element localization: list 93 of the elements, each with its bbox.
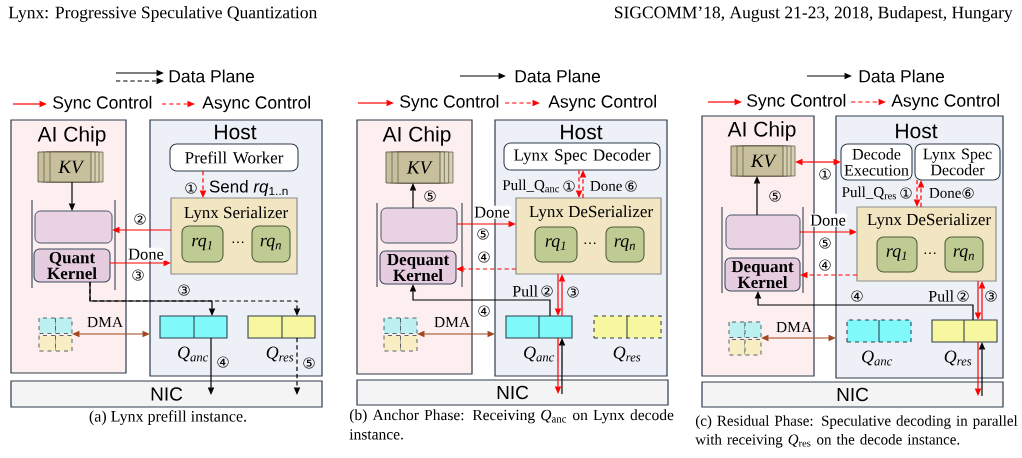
panel-heading: Lynx DeSerializer [867,213,991,229]
edge-label: Pull_Q$_{res}$ [842,186,896,200]
step-number: ⑥ [962,187,974,199]
request-box: rq$_{1}$ [876,236,918,273]
request-box: rq$_{n}$ [944,236,984,273]
kv-stack: KV [385,151,454,184]
legend-label: Async Control [202,95,310,113]
edge-label: Done [473,205,511,219]
edge-label: DMA [87,316,123,328]
process-box: Lynx Spec Decoder [503,142,661,171]
queue-label: Q$_{anc}$ [178,346,209,362]
panel-heading: Host [896,123,938,139]
step-number: ③ [178,284,190,296]
kv-stack: KV [730,145,796,177]
step-number: ② [134,213,146,225]
step-number: ④ [851,290,863,302]
edge-label: Done [127,247,165,261]
caption: (c) Residual Phase: Speculative decoding in parallel with receiving Q$_{res}$ on the decode instance. [695,415,1018,448]
step-number: ⑤ [477,228,489,240]
nic-bar: NIC [701,381,1004,408]
panel-heading: Lynx DeSerializer [529,205,653,221]
edge-label: DMA [776,321,812,333]
request-box: rq$_{n}$ [605,226,645,263]
step-number: ⑤ [819,237,831,249]
edge-label: Done [809,213,847,227]
queue-label: Q$_{anc}$ [524,346,555,362]
edge-label: Pull [512,285,538,297]
kernel-box: Quant Kernel [33,248,111,283]
memory-buffer [38,317,73,352]
edge-label: Pull [928,290,954,302]
ellipsis: ⋯ [232,241,244,244]
step-number: ① [819,168,831,180]
legend-label: Sync Control [53,95,152,113]
step-number: ④ [478,251,490,263]
panel-heading: Host [215,124,257,140]
queue-label: Q$_{anc}$ [862,350,893,366]
process-box: Decode Execution [840,143,913,181]
step-number: ③ [567,286,579,298]
step-number: ⑥ [625,180,637,192]
memory-buffer [728,321,762,356]
request-box: rq$_{1}$ [534,226,578,263]
edge-label: Done [590,181,622,191]
legend-label: Data Plane [169,69,254,83]
legend-label: Sync Control [400,94,499,112]
nic-bar: NIC [10,380,323,408]
panel-heading: AI Chip [727,121,796,141]
ellipsis: ⋯ [584,242,596,245]
edge-label: Send rq$_{1..n}$ [209,180,288,196]
step-number: ④ [819,259,831,271]
edge-label: DMA [434,316,470,328]
legend-label: Async Control [891,93,999,111]
legend-label: Async Control [548,94,656,112]
step-number: ② [957,290,969,302]
request-box: rq$_{1}$ [181,225,224,263]
nic-bar: NIC [356,379,669,406]
arrow [89,281,301,316]
step-number: ③ [985,290,997,302]
panel-heading: Lynx Serializer [184,206,289,222]
step-number: ① [563,180,575,192]
memory-buffer [383,317,418,352]
empty-box [34,210,113,244]
edge-label: Pull_Q$_{anc}$ [502,179,560,193]
panel-heading: Host [561,124,603,140]
step-number: ③ [132,269,144,281]
queue-label: Q$_{res}$ [613,346,641,362]
kernel-box: Dequant Kernel [379,250,457,285]
caption: (b) Anchor Phase: Receiving Q$_{anc}$ on Lynx decode instance. [349,409,674,440]
step-number: ④ [217,356,229,368]
empty-box [725,214,801,250]
panel-heading: AI Chip [382,126,451,146]
panel-heading: AI Chip [37,126,106,146]
step-number: ⑤ [769,190,781,202]
legend-label: Sync Control [747,93,846,111]
queue-label: Q$_{res}$ [944,350,972,366]
ellipsis: ⋯ [924,252,936,255]
process-box: Prefill Worker [169,143,299,172]
kernel-box: Dequant Kernel [724,257,801,292]
queue-label: Q$_{res}$ [266,346,294,362]
legend-label: Data Plane [859,69,944,83]
step-number: ④ [478,305,490,317]
step-number: ① [900,187,912,199]
edge-label: Done [929,188,961,198]
step-number: ⑤ [303,357,315,369]
page-header: Lynx: Progressive Speculative Quantization [8,6,318,22]
request-box: rq$_{n}$ [251,225,291,263]
page-header: SIGCOMM’18, August 21-23, 2018, Budapest, Hungary [615,6,1013,22]
step-number: ① [185,182,197,194]
empty-box [380,207,458,244]
legend-label: Data Plane [515,69,600,83]
process-box: Lynx Spec Decoder [914,143,1001,181]
kv-stack: KV [37,151,104,183]
step-number: ⑤ [424,190,436,202]
step-number: ② [541,285,553,297]
